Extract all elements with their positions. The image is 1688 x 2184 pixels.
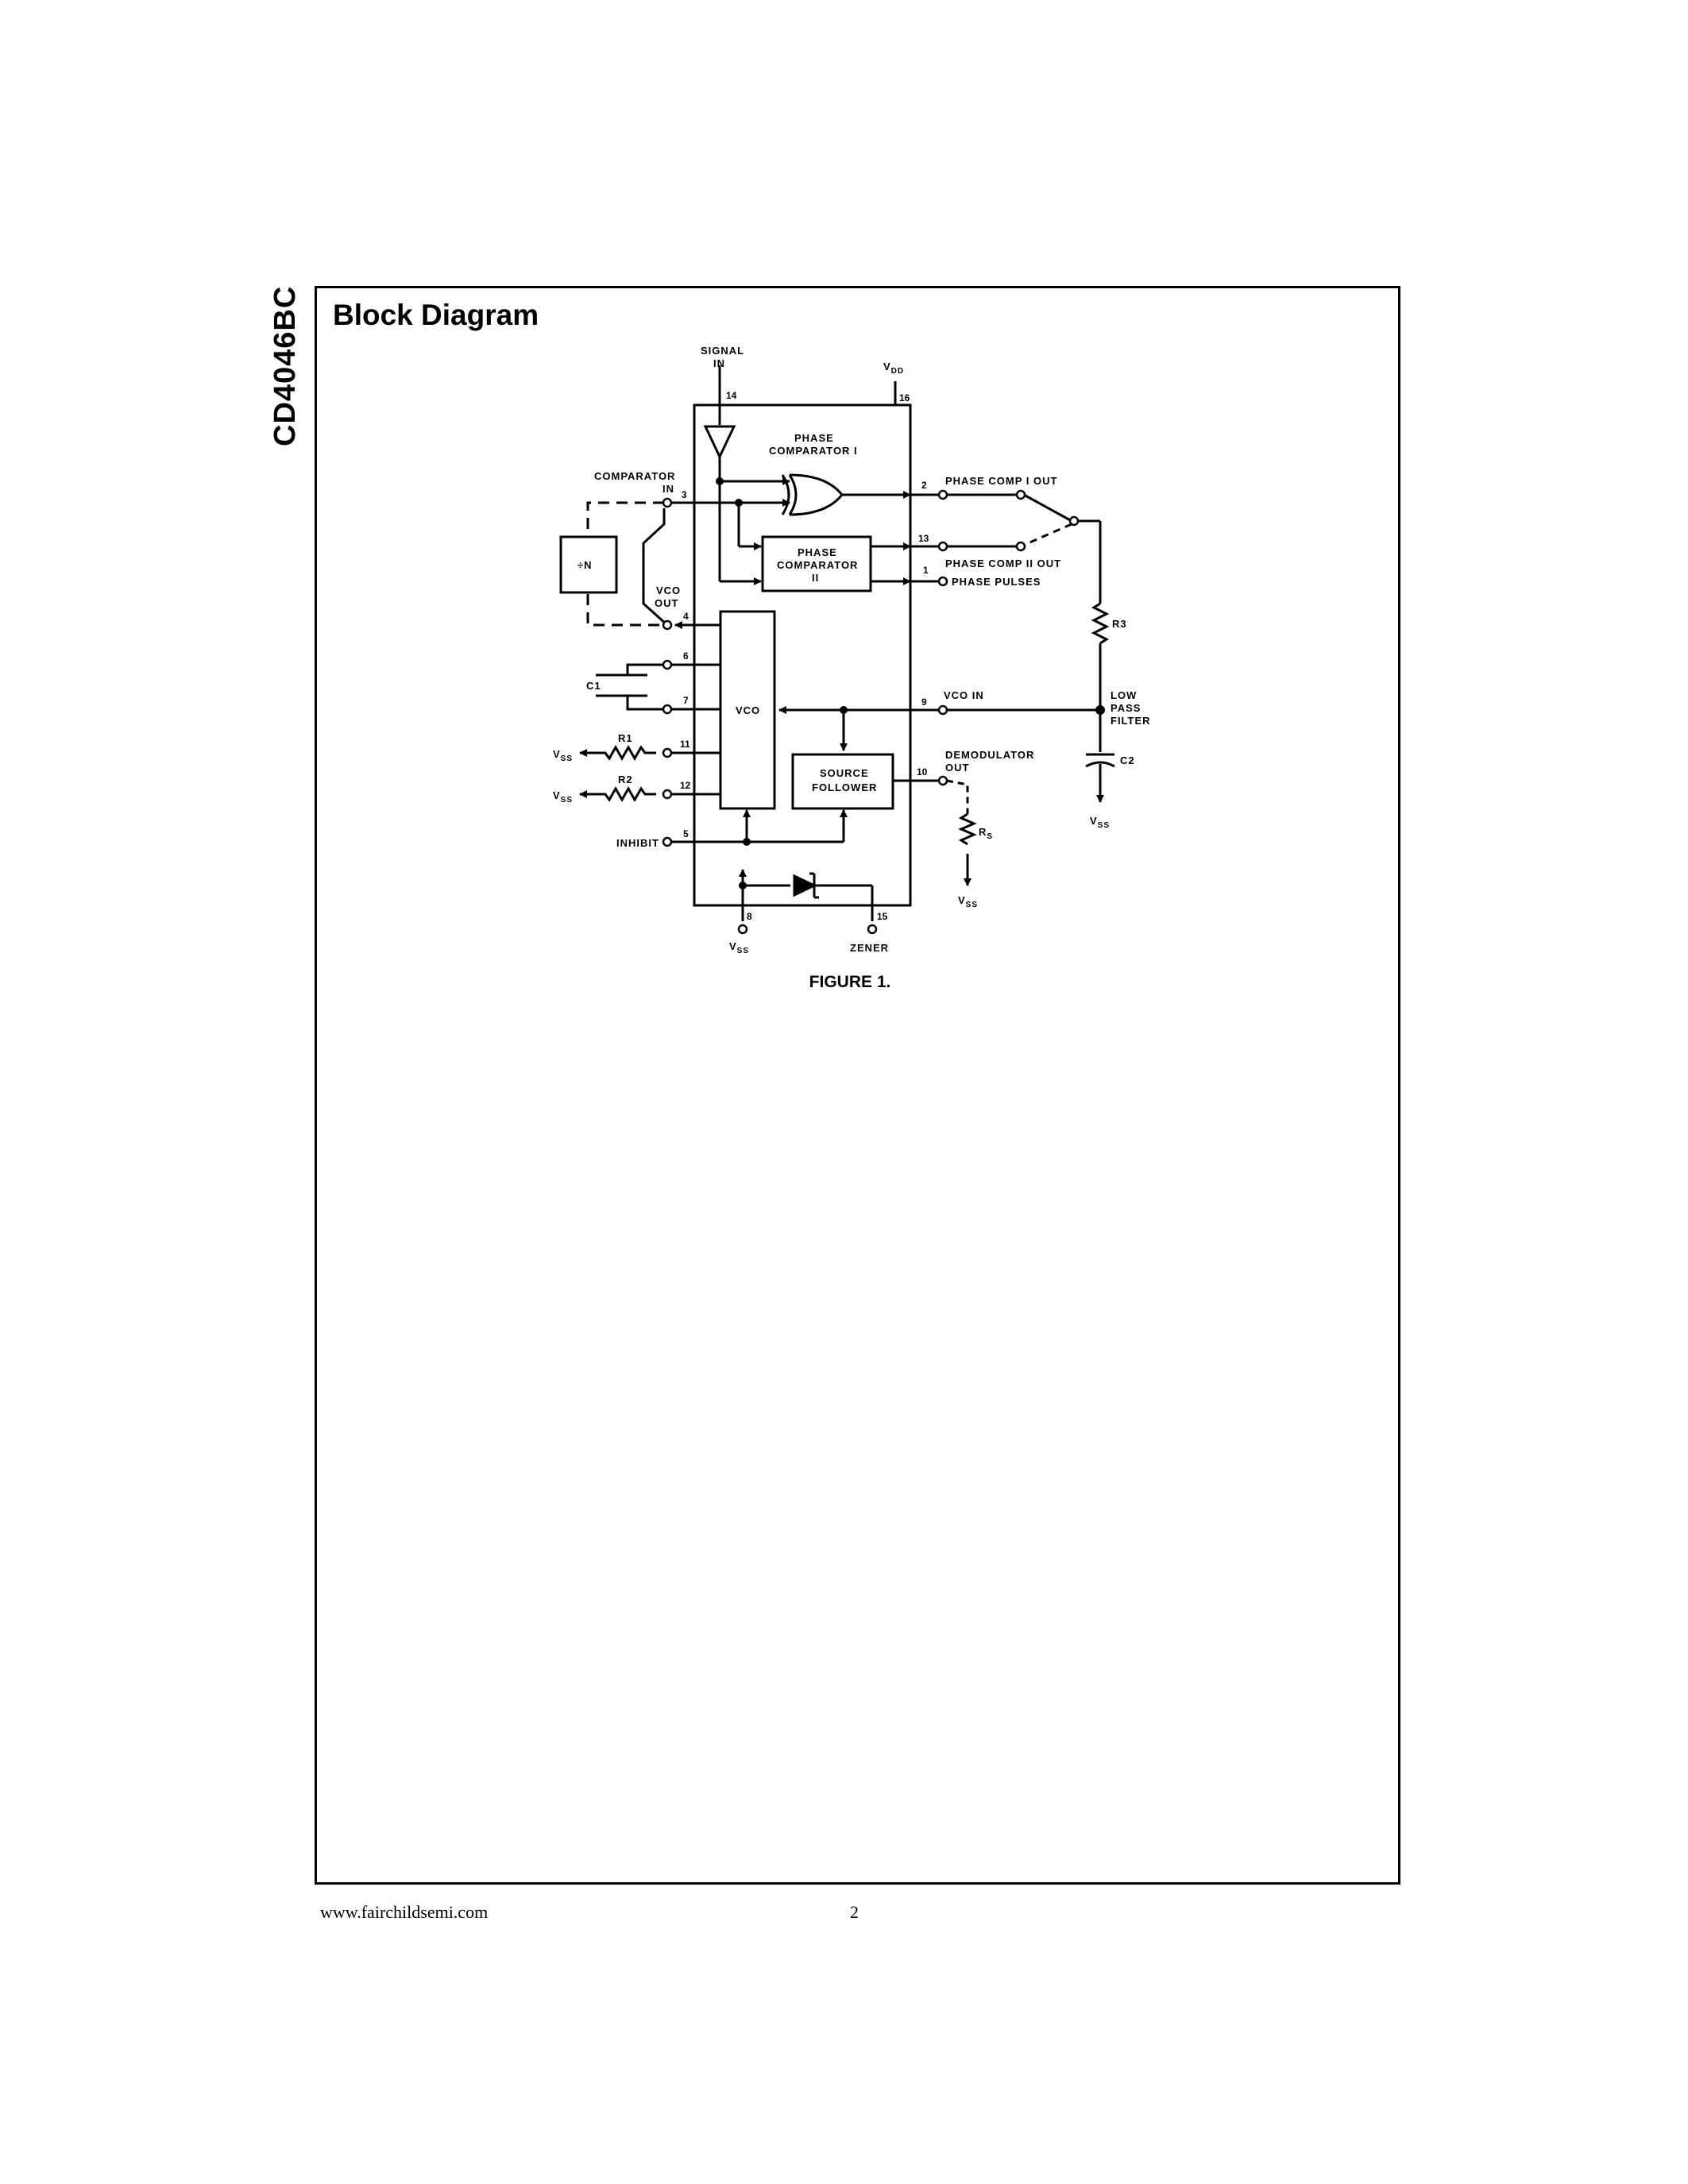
pin-6: 6 xyxy=(683,650,689,662)
phase-comp-i-out-label: PHASE COMP I OUT xyxy=(945,475,1057,487)
c2-label: C2 xyxy=(1120,754,1135,766)
pin-14: 14 xyxy=(726,390,737,401)
block-diagram: SIGNAL IN VDD PHASE COMPARATOR I COMPARA… xyxy=(553,345,1151,955)
vco-out-label-1: VCO xyxy=(656,585,681,596)
r3-resistor xyxy=(1091,602,1110,645)
phase-comparator-i-label-2: COMPARATOR I xyxy=(769,445,858,457)
pin-12: 12 xyxy=(680,780,691,791)
r1-label: R1 xyxy=(618,732,633,744)
vss-label-pin8: VSS xyxy=(729,940,749,955)
xor-gate xyxy=(789,473,844,516)
pin-8: 8 xyxy=(747,911,752,922)
r3-label: R3 xyxy=(1112,618,1127,630)
input-buffer xyxy=(703,425,736,460)
vss-label-r1: VSS xyxy=(553,748,573,763)
pin-9: 9 xyxy=(921,696,927,708)
phase-comparator-ii-label-1: PHASE xyxy=(798,546,837,558)
vss-label-c2: VSS xyxy=(1090,815,1110,830)
demodulator-out-label-1: DEMODULATOR xyxy=(945,749,1034,761)
r2-resistor xyxy=(580,785,656,803)
page-number: 2 xyxy=(850,1902,859,1922)
rs-resistor xyxy=(958,812,977,846)
footer-url: www.fairchildsemi.com xyxy=(320,1902,489,1922)
source-follower-label-1: SOURCE xyxy=(820,767,869,779)
rs-label: RS xyxy=(979,826,993,841)
vco-out-label-2: OUT xyxy=(655,597,678,609)
pin-16: 16 xyxy=(899,392,910,403)
low-pass-filter-label-2: PASS xyxy=(1111,702,1141,714)
c1-label: C1 xyxy=(586,680,601,692)
phase-comp-ii-out-label: PHASE COMP II OUT xyxy=(945,558,1061,569)
pin-1: 1 xyxy=(923,565,929,576)
pin-3: 3 xyxy=(682,489,687,500)
pin-13: 13 xyxy=(918,533,929,544)
vco-in-label: VCO IN xyxy=(944,689,984,701)
chip-outline xyxy=(693,403,912,907)
low-pass-filter-label-1: LOW xyxy=(1111,689,1137,701)
pin-11: 11 xyxy=(680,739,690,750)
comparator-in-label-2: IN xyxy=(662,483,674,495)
vdd-label: VDD xyxy=(883,361,904,376)
r2-label: R2 xyxy=(618,774,633,785)
content-frame xyxy=(315,286,1400,1885)
divide-by-n-block xyxy=(559,535,618,594)
comparator-in-label-1: COMPARATOR xyxy=(594,470,675,482)
source-follower-label-2: FOLLOWER xyxy=(812,781,877,793)
signal-in-label-2: IN xyxy=(713,357,725,369)
pin-7: 7 xyxy=(683,695,689,706)
vco-label: VCO xyxy=(736,704,760,716)
divide-by-n-label: ÷N xyxy=(577,559,593,571)
phase-pulses-label: PHASE PULSES xyxy=(952,576,1041,588)
signal-in-label-1: SIGNAL xyxy=(701,345,744,357)
inhibit-label: INHIBIT xyxy=(616,837,659,849)
demodulator-out-label-2: OUT xyxy=(945,762,969,774)
figure-caption: FIGURE 1. xyxy=(809,973,891,991)
phase-comparator-ii-label-3: II xyxy=(812,572,819,584)
phase-comparator-i-label-1: PHASE xyxy=(794,432,834,444)
vss-label-rs: VSS xyxy=(958,894,978,909)
phase-comparator-ii-label-2: COMPARATOR xyxy=(777,559,858,571)
section-title: Block Diagram xyxy=(333,299,539,331)
r1-resistor xyxy=(580,744,656,762)
zener-label: ZENER xyxy=(850,942,889,954)
pin-4: 4 xyxy=(683,611,689,622)
pin-15: 15 xyxy=(877,911,888,922)
vss-label-r2: VSS xyxy=(553,789,573,805)
pin-10: 10 xyxy=(917,766,928,778)
low-pass-filter-label-3: FILTER xyxy=(1111,715,1151,727)
pin-2: 2 xyxy=(921,480,927,491)
zener-diode xyxy=(793,874,817,897)
pin-5: 5 xyxy=(683,828,689,839)
c2-capacitor xyxy=(1085,761,1115,768)
phase-comparator-ii-block xyxy=(761,535,872,592)
